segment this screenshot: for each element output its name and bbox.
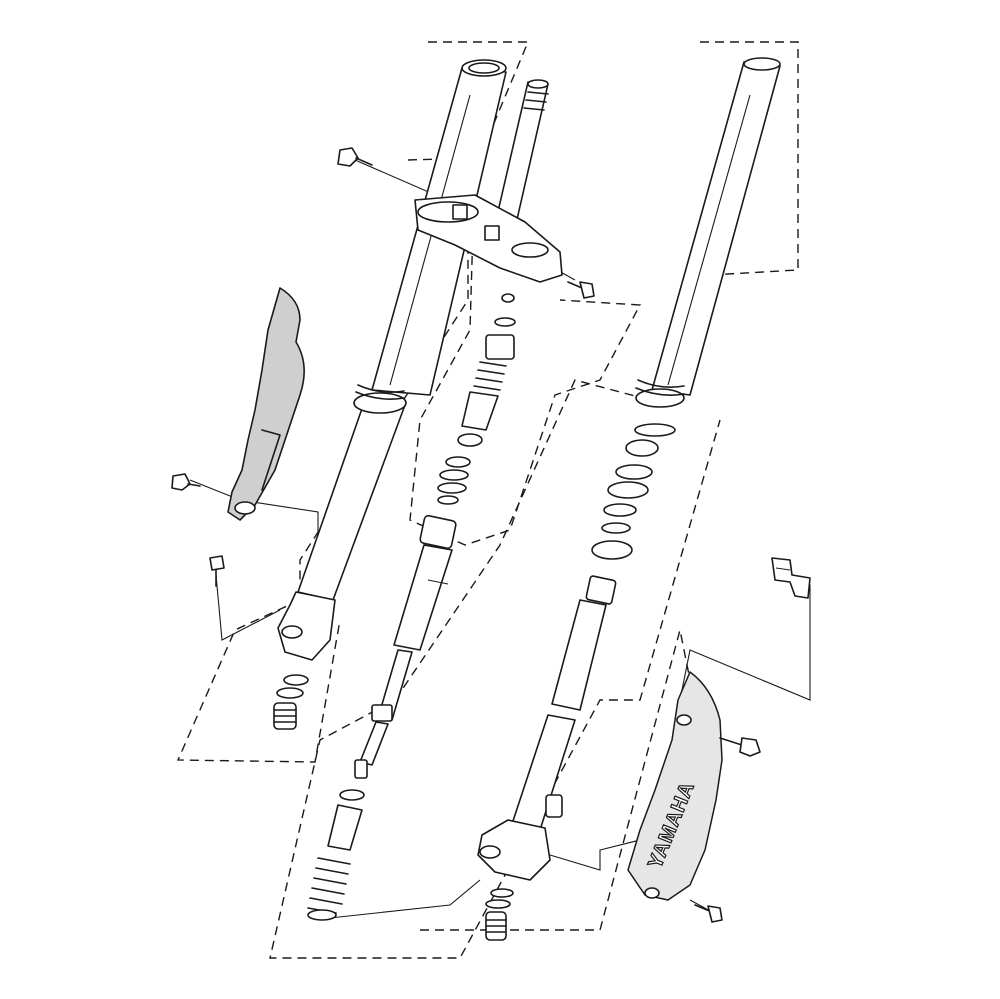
right-guard-upper-bolt — [719, 737, 761, 757]
hose-bracket-fold — [775, 567, 791, 571]
left-axle-bracket — [277, 591, 336, 661]
hose-bracket-body — [771, 557, 811, 599]
damper-ring-4 — [437, 495, 459, 505]
right-guard-upper-mount — [676, 714, 692, 726]
rod-lower — [359, 721, 389, 766]
leader-axle-bolt — [215, 574, 281, 641]
damper-base-valve — [457, 433, 483, 447]
fork-spring-coils — [307, 857, 351, 914]
right-fork-group-outline — [269, 41, 799, 959]
steering-stem-threads — [523, 91, 549, 111]
right-drain-bolt-threads — [485, 919, 507, 933]
left-fork-guard-body — [227, 287, 305, 521]
right-bushing-1 — [625, 439, 659, 457]
assembly-group-outlines — [176, 41, 799, 959]
lower-group-outline — [420, 629, 691, 931]
cartridge-tube-groove — [427, 579, 449, 585]
right-washer-1 — [615, 464, 653, 480]
right-fork-guard-body — [627, 671, 723, 901]
top-clamp-bolt — [337, 147, 373, 167]
right-caliper-mount — [545, 794, 563, 818]
cartridge-tube — [393, 544, 453, 651]
damper-cylinder — [461, 391, 499, 431]
spring-guide-ring — [339, 789, 365, 801]
damper-ring-2 — [439, 469, 469, 481]
left-washer — [276, 687, 304, 699]
right-oil-seal — [607, 481, 649, 499]
damper-oring-top — [494, 317, 516, 327]
cartridge-tube-top — [419, 514, 457, 550]
right-fork-cap — [743, 57, 781, 71]
damper-top-cap — [485, 334, 515, 360]
brake-hose-bracket — [771, 557, 811, 599]
rod-end-fitting — [354, 759, 368, 779]
right-guard-lower-mount — [644, 887, 660, 899]
right-clip — [603, 503, 637, 517]
right-outer-tube-upper — [551, 599, 607, 711]
clamp-fork-bore — [417, 201, 479, 223]
damper-ring-1 — [445, 456, 471, 468]
damper-nut — [501, 293, 515, 303]
left-fork-guard — [171, 287, 305, 587]
clamp-bolt-boss-left — [452, 204, 468, 220]
left-fork-guard-rib — [261, 429, 281, 491]
left-axle-hole — [281, 625, 303, 639]
leader-right-guard — [549, 839, 641, 871]
spring-bottom — [307, 909, 337, 921]
clamp-stem-bore — [511, 242, 549, 258]
left-dust-seal — [353, 392, 407, 414]
center-rod-assembly — [307, 514, 457, 921]
right-guard-lower-bolt — [694, 904, 723, 923]
right-washer-2 — [601, 522, 631, 534]
right-dust-wiper — [591, 540, 633, 560]
damper-group-outline — [407, 157, 642, 546]
left-guard-screw — [171, 473, 201, 491]
right-washer-bottom — [485, 899, 511, 909]
left-tube-highlight — [389, 94, 471, 386]
left-axle-pinch-bolt — [209, 555, 225, 587]
left-outer-tube — [297, 399, 406, 601]
right-fork-assembly — [477, 57, 781, 941]
clamp-bolt-boss-right — [484, 225, 500, 241]
right-oring-bottom — [490, 888, 514, 898]
damper-spring-coils — [473, 361, 507, 391]
right-axle-bracket — [477, 819, 551, 881]
right-seal-rings — [635, 379, 685, 396]
right-axle-hole — [479, 845, 501, 859]
right-slide-bushing — [585, 575, 617, 605]
triple-clamp-assembly — [337, 79, 595, 299]
right-fork-guard: YAMAHA — [627, 671, 761, 923]
left-oring — [283, 674, 309, 686]
right-oring-1 — [634, 423, 676, 437]
left-seal-rings — [355, 384, 405, 400]
steering-stem-top — [527, 79, 549, 89]
left-fork-cap-inner — [468, 62, 500, 74]
right-inner-tube — [651, 61, 781, 396]
damper-cartridge-assembly — [437, 293, 516, 505]
leader-lower — [329, 879, 481, 919]
damper-ring-3 — [437, 482, 467, 494]
spring-seat — [327, 804, 363, 851]
rod-piston — [371, 704, 393, 722]
left-drain-bolt-threads — [273, 709, 297, 723]
left-fork-guard-mount — [234, 501, 256, 515]
right-dust-seal — [635, 388, 685, 408]
right-outer-tube-lower — [511, 714, 576, 831]
side-clamp-bolt — [567, 281, 595, 299]
right-tube-highlight — [667, 94, 751, 386]
